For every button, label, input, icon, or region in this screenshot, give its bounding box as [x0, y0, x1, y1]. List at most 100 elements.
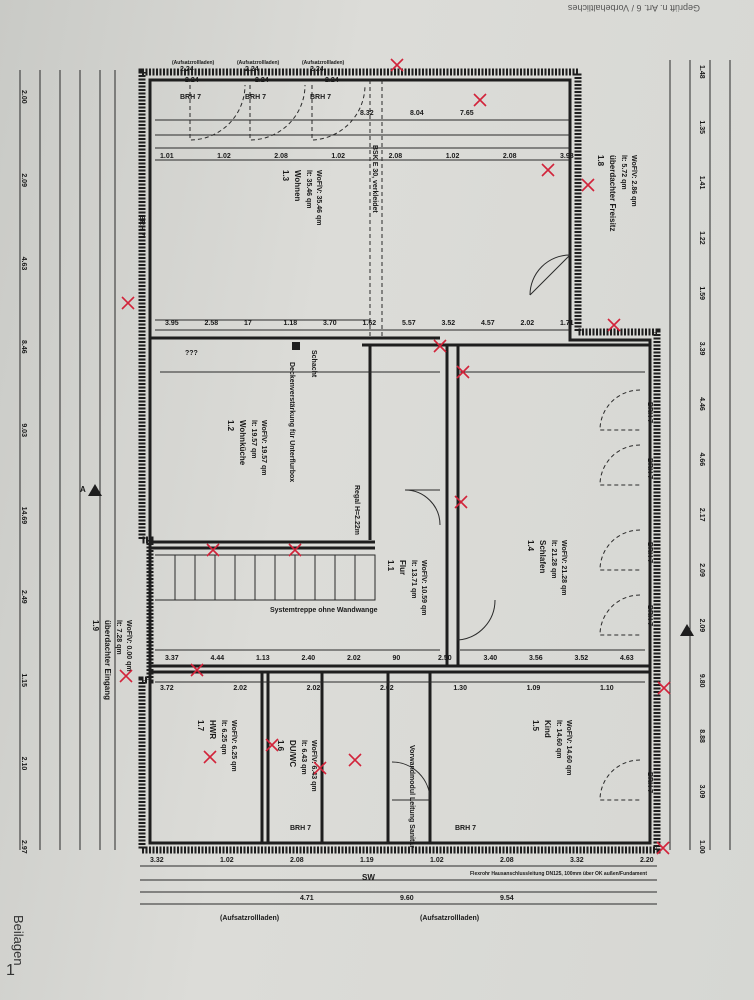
dimension-label: 2.08 — [500, 857, 514, 864]
room-name: überdachter Freisitz — [608, 155, 617, 231]
room-number: 1.3 — [281, 170, 290, 182]
dimension-label: 1.48 — [698, 65, 705, 79]
dimension-label: 3.32 — [150, 857, 164, 864]
room-area-wfl: WoFlV: 35.46 qm — [315, 170, 322, 226]
window-label: BRH 7 — [646, 605, 653, 626]
shutter-width: 2.24 — [245, 66, 259, 73]
staircase — [155, 554, 376, 601]
dimension-label: 9.80 — [698, 674, 705, 688]
dimension-label: 2.10 — [20, 757, 27, 771]
dimension-label: 1.71 — [560, 320, 574, 327]
red-x-mark — [265, 738, 279, 752]
section-marker-right — [680, 624, 694, 636]
room-name: HWR — [208, 720, 217, 739]
room-area: lt: 6.43 qm — [300, 740, 307, 775]
dimension-label: 8.88 — [698, 729, 705, 743]
dimension-label: 2.02 — [307, 685, 321, 692]
dimension-label: 1.02 — [220, 857, 234, 864]
red-x-mark — [473, 93, 487, 107]
dimension-label: 2.50 — [438, 655, 452, 662]
dimension-label: 5.57 — [402, 320, 416, 327]
red-x-mark — [541, 163, 555, 177]
room-name: Kind — [543, 720, 552, 738]
red-x-mark — [288, 543, 302, 557]
window-label: BRH 7 — [310, 94, 331, 101]
dimension-label: 90 — [393, 655, 401, 662]
dimension-label: 2.09 — [698, 619, 705, 633]
shelf-note: Regal H=2.22m — [353, 485, 360, 535]
dimension-label: 1.02 — [430, 857, 444, 864]
room-name: Flur — [398, 560, 407, 575]
dimension-label: 4.57 — [481, 320, 495, 327]
dimension-label: 2.58 — [205, 320, 219, 327]
red-x-mark — [313, 761, 327, 775]
red-x-mark — [657, 681, 671, 695]
unknown-note: ??? — [185, 350, 198, 357]
window-label: BRH 7 — [646, 772, 653, 793]
shutter-label: (Aufsatzrollladen) — [172, 60, 215, 66]
red-x-mark — [581, 178, 595, 192]
red-x-mark — [390, 58, 404, 72]
dimension-label: 8.32 — [360, 110, 374, 117]
red-x-mark — [656, 841, 670, 855]
dimension-label: 2.00 — [20, 90, 27, 104]
dimension-label: 7.65 — [460, 110, 474, 117]
dimension-label: 1.15 — [20, 673, 27, 687]
room-area-wfl: WoFlV: 6.43 qm — [310, 740, 317, 792]
dimension-label: 8.04 — [410, 110, 424, 117]
dimension-label: 3.95 — [165, 320, 179, 327]
room-number: 1.5 — [531, 720, 540, 732]
room-area: lt: 35.46 qm — [305, 170, 312, 209]
red-x-mark — [119, 669, 133, 683]
drain-note: Flexrohr Hausanschlussleitung DN125, 100… — [470, 871, 647, 877]
window-label: BRH 7 — [646, 542, 653, 563]
window-label: BRH 7 — [646, 458, 653, 479]
dimension-label: 3.40 — [484, 655, 498, 662]
dimension-label: 3.32 — [570, 857, 584, 864]
room-area-wfl: WoFlV: 21.28 qm — [560, 540, 567, 596]
dimension-label: 2.08 — [389, 153, 403, 160]
dimension-label: 3.39 — [698, 342, 705, 356]
dimension-label: 4.66 — [698, 453, 705, 467]
dimension-label: 2.20 — [640, 857, 654, 864]
inner-wall-outline — [148, 78, 652, 845]
dimension-label: 3.37 — [165, 655, 179, 662]
dimension-label: 2.09 — [698, 563, 705, 577]
dimension-label: 4.46 — [698, 397, 705, 411]
dimension-label: 4.71 — [300, 895, 314, 902]
red-x-mark — [456, 365, 470, 379]
red-x-mark — [203, 750, 217, 764]
red-x-mark — [433, 339, 447, 353]
dimension-label: 1.09 — [527, 685, 541, 692]
dimension-label: 2.08 — [274, 153, 288, 160]
window-label: BRH 7 — [646, 402, 653, 423]
dimension-label: 17 — [244, 320, 252, 327]
dimension-label: 1.00 — [698, 840, 705, 854]
room-area: lt: 21.28 qm — [550, 540, 557, 579]
room-number: 1.4 — [526, 540, 535, 552]
room-area: lt: 13.71 qm — [410, 560, 417, 599]
dimension-label: 2.40 — [302, 655, 316, 662]
room-number: 1.8 — [596, 155, 605, 167]
dimension-label: 9.60 — [400, 895, 414, 902]
room-area-wfl: WoFlV: 2.86 qm — [630, 155, 637, 207]
window-label: BRH 7 — [138, 215, 145, 236]
dimension-label: 3.09 — [698, 785, 705, 799]
room-number: 1.2 — [226, 420, 235, 432]
room-area: lt: 19.57 qm — [250, 420, 257, 459]
sw-label: SW — [362, 873, 375, 882]
window-label: BRH 7 — [290, 825, 311, 832]
room-area-wfl: WoFlV: 14.60 qm — [565, 720, 572, 776]
dimension-label: 3.72 — [160, 685, 174, 692]
stamp-text: Geprüft n. Art. 6 / Vorbehaltliches — [567, 3, 700, 13]
dimension-label: 1.10 — [600, 685, 614, 692]
window-label: BRH 7 — [455, 825, 476, 832]
shutter-label: (Aufsatzrollladen) — [420, 915, 479, 922]
dimension-label: 2.02 — [347, 655, 361, 662]
